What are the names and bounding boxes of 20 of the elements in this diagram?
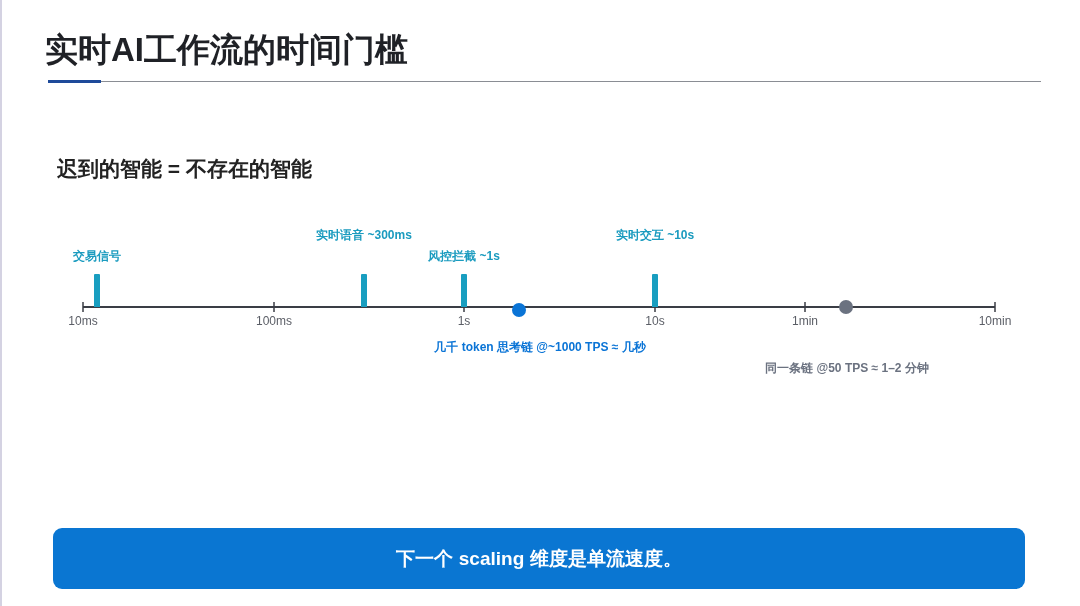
event-label: 几千 token 思考链 @~1000 TPS ≈ 几秒 [434, 339, 646, 355]
event-label: 实时交互 ~10s [615, 227, 695, 243]
timeline-bar [461, 274, 467, 307]
event-label: 交易信号 [73, 248, 121, 264]
event-label: 实时语音 ~300ms [316, 227, 412, 243]
tick-label: 1s [457, 313, 471, 329]
tick-label: 100ms [256, 313, 292, 329]
banner-text: 下一个 scaling 维度是单流速度。 [396, 546, 682, 571]
timeline-bar [361, 274, 367, 307]
tick-label: 10ms [68, 313, 98, 329]
event-label: 同一条链 @50 TPS ≈ 1–2 分钟 [765, 360, 929, 376]
timeline-bar [94, 274, 100, 307]
event-label: 风控拦截 ~1s [428, 248, 500, 264]
tick-label: 10s [645, 313, 665, 329]
tick-label: 10min [978, 313, 1012, 329]
tick-label: 1min [792, 313, 818, 329]
subtitle: 迟到的智能 = 不存在的智能 [57, 156, 312, 182]
slide-title: 实时AI工作流的时间门槛 [45, 30, 408, 70]
conclusion-banner [53, 528, 1025, 589]
timeline-bar [652, 274, 658, 307]
